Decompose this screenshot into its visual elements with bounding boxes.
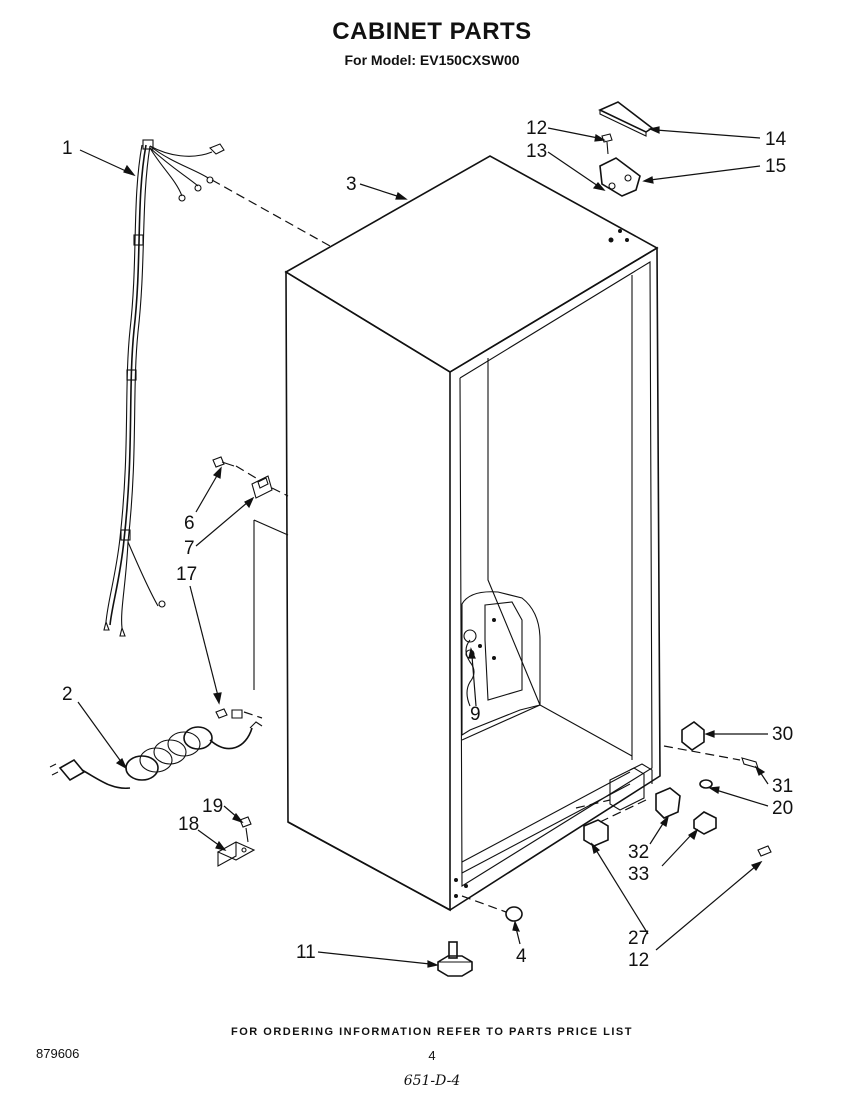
callout-6: 6 — [184, 513, 195, 534]
document-number: 879606 — [36, 1046, 80, 1061]
plug-4 — [454, 878, 523, 922]
evaporator-housing — [461, 591, 541, 736]
screw-19 — [239, 816, 252, 843]
clamp-17 — [215, 708, 263, 719]
callout-20: 20 — [772, 798, 793, 819]
callout-9: 9 — [470, 704, 481, 725]
power-cord — [49, 721, 263, 790]
callout-12-bottom: 12 — [628, 950, 649, 971]
callout-3: 3 — [346, 174, 357, 195]
wiring-harness — [103, 139, 331, 637]
callout-11: 11 — [296, 942, 316, 963]
page-title: CABINET PARTS — [332, 18, 532, 45]
bracket-18 — [216, 841, 256, 867]
hinge-33 — [693, 811, 717, 835]
callout-19: 19 — [202, 796, 223, 817]
callout-1: 1 — [62, 138, 73, 159]
handwritten-note: 651-D-4 — [403, 1073, 461, 1089]
hinge-block-30 — [681, 721, 705, 751]
lower-hinge-bracket — [575, 763, 653, 823]
hinge-15 — [599, 157, 641, 197]
ordering-note: FOR ORDERING INFORMATION REFER TO PARTS … — [231, 1026, 633, 1038]
model-subtitle: For Model: EV150CXSW00 — [344, 52, 520, 68]
callout-7: 7 — [184, 538, 195, 559]
callout-18: 18 — [178, 814, 199, 835]
cabinet-shell — [284, 155, 661, 912]
callout-2: 2 — [62, 684, 73, 705]
callout-27: 27 — [628, 928, 649, 949]
screw-6 — [212, 456, 257, 479]
spacer-32 — [655, 787, 681, 819]
hinge-screw-12-top — [601, 133, 613, 155]
callout-33: 33 — [628, 864, 649, 885]
washer-20 — [699, 779, 713, 789]
clip-7 — [251, 475, 289, 499]
callout-4: 4 — [516, 946, 527, 967]
callout-15: 15 — [765, 156, 786, 177]
callout-13: 13 — [526, 141, 547, 162]
leveling-leg-11 — [437, 941, 473, 977]
page-number: 4 — [428, 1048, 436, 1063]
callout-12-top: 12 — [526, 118, 547, 139]
leader-lines — [77, 126, 769, 968]
callout-17: 17 — [176, 564, 197, 585]
screw-12-bottom — [757, 845, 772, 857]
screw-31 — [663, 745, 759, 769]
callout-32: 32 — [628, 842, 649, 863]
callout-31: 31 — [772, 776, 793, 797]
hinge-cover-14 — [598, 101, 654, 137]
callout-30: 30 — [772, 724, 793, 745]
callout-14: 14 — [765, 129, 787, 150]
leader-frame-17 — [253, 519, 289, 536]
bracket-27 — [583, 819, 609, 847]
